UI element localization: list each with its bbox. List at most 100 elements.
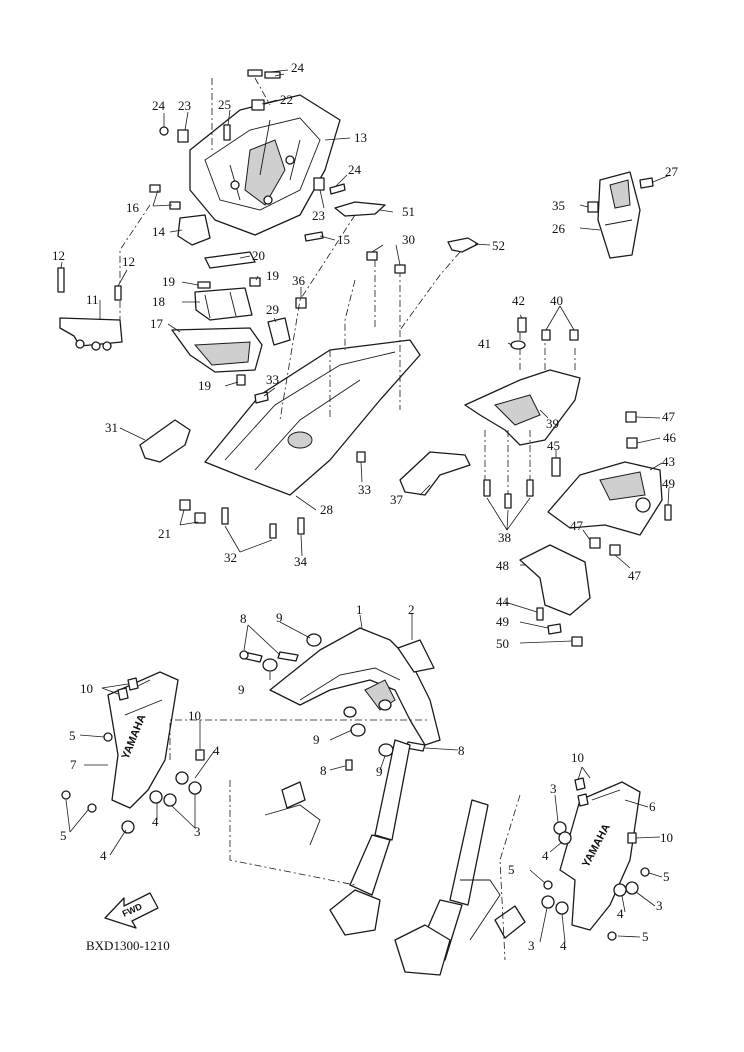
callout-8: 8 [240,611,247,626]
bolt-5-d [543,880,553,890]
clip-10-right-b [627,832,637,844]
callout-5: 5 [663,869,670,884]
callout-47: 47 [662,409,676,424]
bolt-49-lower [547,623,562,635]
callout-4: 4 [213,743,220,758]
callout-21: 21 [158,526,171,541]
callout-40: 40 [550,293,563,308]
callout-15: 15 [337,232,350,247]
clip-35 [587,201,599,213]
bolt-12-left [57,267,65,293]
callout-47: 47 [628,568,642,583]
callout-20: 20 [252,248,265,263]
callout-42: 42 [512,293,525,308]
callout-50: 50 [496,636,509,651]
bolt-8-c [345,759,353,771]
grommet-4-d [558,831,572,845]
nut-46 [626,437,638,449]
callout-19: 19 [266,268,279,283]
bolt-8-b [277,651,299,662]
callout-8: 8 [320,763,327,778]
callout-23: 23 [312,208,325,223]
license-bracket-43 [547,461,663,536]
label-52 [447,237,479,253]
callout-47: 47 [570,518,584,533]
grommet-4-e [613,883,627,897]
washer-9-c [350,723,366,737]
callout-24: 24 [291,60,305,75]
bolt-27 [639,177,654,189]
screw-19-right [249,277,261,287]
battery-holder-18 [194,287,253,321]
callout-labels: 1 2 3 3 3 3 4 4 4 4 4 4 5 5 5 5 5 6 7 8 … [52,60,679,953]
fork-cover-7: YAMAHA [107,671,179,809]
screw-19-lower [236,374,246,386]
callout-5: 5 [69,728,76,743]
bolt-49-right [664,504,672,521]
callout-25: 25 [218,97,231,112]
screw-34 [297,517,305,535]
callout-24: 24 [152,98,166,113]
bolt-24-top [247,69,281,79]
callout-30: 30 [402,232,415,247]
grommet-4-b [149,790,163,804]
bolt-5-a [103,732,113,742]
bolts-38 [483,479,534,509]
callout-4: 4 [542,848,549,863]
bolt-25 [223,124,231,141]
bracket-37 [399,451,471,496]
bolt-12-right [114,285,122,301]
callout-16: 16 [126,200,140,215]
callout-19: 19 [198,378,211,393]
callout-12: 12 [122,254,135,269]
clips-10-left [117,677,139,701]
bolt-8-a [239,650,263,663]
callout-9: 9 [313,732,320,747]
callout-10: 10 [660,830,673,845]
bolt-5-e [640,867,650,877]
callout-23: 23 [178,98,191,113]
bolts-30 [366,251,406,274]
front-fender-1 [269,627,441,746]
collar-3-e [541,895,555,909]
diagram-code: BXD1300-1210 [86,938,170,953]
callout-31: 31 [105,420,118,435]
callout-33: 33 [266,372,279,387]
callout-12: 12 [52,248,65,263]
callout-6: 6 [649,799,656,814]
bolt-33-lower [356,451,366,463]
callout-28: 28 [320,502,333,517]
nut-21-a [179,499,191,511]
clip-10-mid [195,749,205,761]
nut-47-b [589,537,601,549]
callout-51: 51 [402,204,415,219]
grommet-4-c [121,820,135,834]
callout-29: 29 [266,302,279,317]
callout-5: 5 [642,929,649,944]
bracket-14 [177,214,211,246]
bolt-33-upper [254,391,269,404]
nut-47-a [625,411,637,423]
callout-38: 38 [498,530,511,545]
callout-3: 3 [528,938,535,953]
callout-43: 43 [662,454,675,469]
front-fork-right [394,799,526,976]
strap-20 [204,251,256,269]
washer-9-d [378,743,394,757]
washer-9-b [306,633,322,647]
callout-7: 7 [70,757,77,772]
callout-3: 3 [550,781,557,796]
callout-39: 39 [546,416,559,431]
callout-33: 33 [358,482,371,497]
clip-23-right [313,177,325,191]
callout-41: 41 [478,336,491,351]
emblem-2 [397,639,435,673]
callout-49: 49 [496,614,509,629]
leader-lines [60,69,671,943]
grommet-4-f [555,901,569,915]
callout-4: 4 [560,938,567,953]
callout-37: 37 [390,492,404,507]
callout-10: 10 [80,681,93,696]
callout-14: 14 [152,224,166,239]
bolt-24-left [159,126,169,136]
